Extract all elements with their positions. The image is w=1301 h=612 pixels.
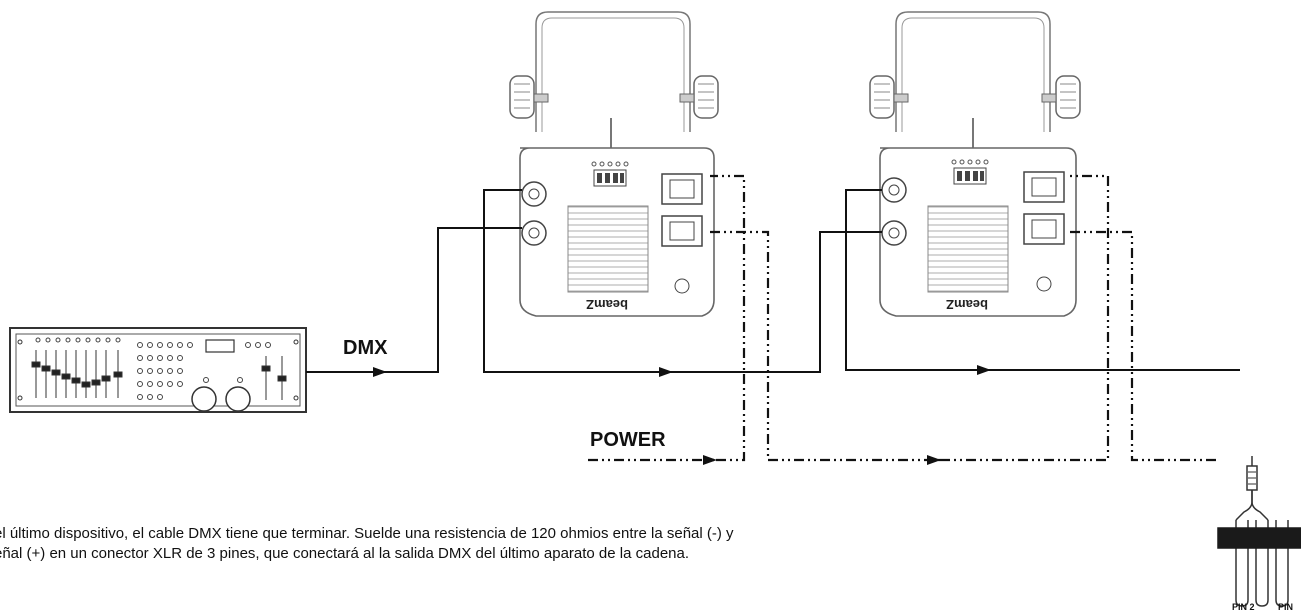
controller-wheel-right xyxy=(225,386,251,412)
fixture-2-brand: beamZ xyxy=(946,297,988,312)
dmx-cable xyxy=(306,189,1240,377)
fixture-1: beamZ xyxy=(509,11,719,317)
pin3-label: PIN xyxy=(1278,602,1293,612)
controller-faders xyxy=(31,350,287,400)
caption-line-1: el último dispositivo, el cable DMX tien… xyxy=(0,525,734,542)
controller-buttons xyxy=(35,337,271,400)
controller-wheel-left xyxy=(191,386,217,412)
fixture-2: beamZ xyxy=(869,11,1081,317)
xlr-terminator xyxy=(1217,456,1301,607)
pin2-label: PIN 2 xyxy=(1232,602,1255,612)
fixture-1-brand: beamZ xyxy=(586,297,628,312)
termination-caption: el último dispositivo, el cable DMX tien… xyxy=(0,524,1174,564)
dmx-label: DMX xyxy=(343,337,388,359)
power-cable xyxy=(588,174,1216,465)
caption-line-2: eñal (+) en un conector XLR de 3 pines, … xyxy=(0,545,690,562)
dmx-controller xyxy=(9,327,307,413)
power-label: POWER xyxy=(590,429,666,451)
controller-display xyxy=(205,339,235,353)
